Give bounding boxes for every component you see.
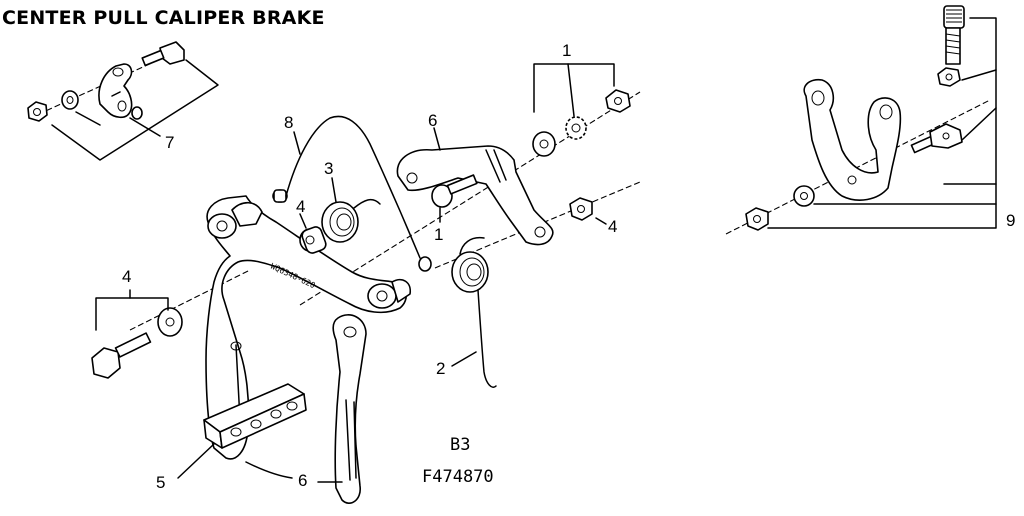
part-number: F474870	[422, 467, 494, 487]
right-brake-arm	[332, 314, 367, 504]
callout-4-left: 4	[122, 267, 131, 286]
return-spring-3	[321, 198, 381, 243]
callout-3: 3	[324, 159, 333, 178]
pivot-bolt-mid	[431, 174, 478, 208]
callout-4-right: 4	[608, 217, 617, 236]
pivot-bolt-left	[91, 307, 183, 379]
callout-8: 8	[284, 113, 293, 132]
callout-5: 5	[156, 473, 165, 492]
callout-4-mid: 4	[296, 197, 305, 216]
diagram-title: CENTER PULL CALIPER BRAKE	[2, 7, 325, 29]
callout-1-mid: 1	[434, 225, 443, 244]
inset-cable-adjuster: 9	[725, 5, 1015, 235]
brake-shoe	[203, 383, 307, 449]
main-caliper-assembly: WQ6348-620 4 4	[91, 41, 641, 504]
inset-cable-hanger: 7	[27, 41, 219, 161]
callout-1-top: 1	[562, 41, 571, 60]
callout-6-bottom: 6	[298, 471, 307, 490]
upper-brake-arm	[396, 145, 554, 246]
callout-6-top: 6	[428, 111, 437, 130]
callout-2: 2	[436, 359, 445, 378]
callout-9: 9	[1006, 211, 1015, 230]
top-hardware-stack	[532, 89, 631, 157]
drawing-code: B3	[450, 435, 470, 455]
callout-7: 7	[165, 133, 174, 152]
return-spring-2	[451, 236, 497, 388]
